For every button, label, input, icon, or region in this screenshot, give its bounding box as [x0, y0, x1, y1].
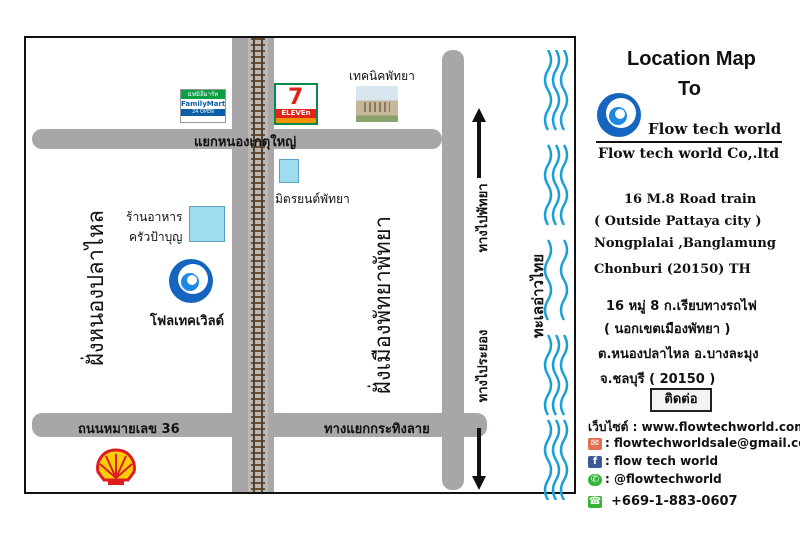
- sea-waves: [542, 49, 570, 501]
- seven-digit: 7: [288, 85, 304, 110]
- title-line-1: Location Map: [627, 48, 756, 70]
- facebook-row[interactable]: f: flow tech world: [588, 454, 718, 468]
- email-icon: ✉: [588, 437, 602, 450]
- address-en-line-1: 16 M.8 Road train: [624, 192, 757, 207]
- railway-track: [248, 38, 268, 492]
- restaurant-label-1: ร้านอาหาร: [126, 210, 183, 224]
- junction-top-label: แยกหนองเกตุใหญ่: [194, 135, 297, 150]
- line-icon: ✆: [588, 473, 602, 486]
- facebook-icon: f: [588, 455, 602, 468]
- flow-tech-brand-icon: [596, 92, 642, 138]
- restaurant-box: [189, 206, 225, 242]
- company-name: Flow tech world Co,.ltd: [598, 146, 780, 162]
- address-th-line-2: ( นอกเขตเมืองพัทยา ): [604, 322, 731, 337]
- technic-building-icon: [356, 86, 398, 122]
- road-sukhumvit: [442, 50, 464, 490]
- brand-divider: [596, 141, 782, 143]
- line-row[interactable]: ✆: @flowtechworld: [588, 472, 722, 486]
- seven-eleven-logo: 7 ELEVEn: [274, 83, 318, 125]
- road-vertical-left: [232, 38, 250, 492]
- brand-name: Flow tech world: [648, 120, 782, 138]
- email-row[interactable]: ✉: flowtechworldsale@gmail.com: [588, 436, 800, 450]
- mitsaiyon-box: [279, 159, 299, 183]
- address-th-line-3: ต.หนองปลาไหล อ.บางละมุง: [598, 347, 759, 362]
- road-36-label: ถนนหมายเลข 36: [78, 422, 180, 437]
- facebook-text: : flow tech world: [605, 454, 719, 468]
- address-th-line-1: 16 หมู่ 8 ก.เรียบทางรถไฟ: [606, 299, 757, 314]
- mitsaiyon-label: มิตรยนต์พัทยา: [275, 192, 350, 206]
- arrow-up-icon: [472, 108, 486, 178]
- familymart-thai-text: ແฟมิลี่มาร์ท: [181, 90, 225, 99]
- junction-bottom-label: ทางแยกกระทิงลาย: [324, 422, 430, 437]
- phone-text: +669-1-883-0607: [611, 494, 738, 509]
- address-en-line-2: ( Outside Pattaya city ): [594, 214, 762, 229]
- flow-tech-logo-icon: [168, 258, 214, 304]
- familymart-hours: 24 OPEN: [181, 109, 225, 116]
- line-text: : @flowtechworld: [605, 472, 722, 486]
- map: ແฟมิลี่มาร์ท FamilyMart 24 OPEN 7 ELEVEn…: [24, 36, 576, 494]
- phone-row[interactable]: ☎ +669-1-883-0607: [588, 494, 738, 509]
- email-text: : flowtechworldsale@gmail.com: [605, 436, 800, 450]
- to-rayong-label: ทางไประยอง: [476, 329, 491, 403]
- side-right-label: ฝั่งเมืองพัทยาพัทยา: [371, 215, 396, 395]
- phone-icon: ☎: [588, 495, 602, 508]
- familymart-logo: ແฟมิลี่มาร์ท FamilyMart 24 OPEN: [180, 89, 226, 123]
- familymart-name: FamilyMart: [181, 100, 226, 108]
- arrow-down-icon: [472, 428, 486, 490]
- seven-eleven-text: ELEVEn: [276, 109, 316, 118]
- technic-pattaya-label: เทคนิคพัทยา: [349, 69, 415, 83]
- restaurant-label-2: ครัวป้าบุญ: [129, 230, 183, 244]
- address-en-line-3: Nongplalai ,Banglamung: [594, 236, 776, 251]
- shell-logo: [94, 448, 138, 486]
- flow-tech-map-label: โฟลเทคเวิลด์: [150, 314, 225, 329]
- side-left-label: ฝั่งหนองปลาไหล: [84, 210, 109, 366]
- address-en-line-4: Chonburi (20150) TH: [594, 262, 751, 277]
- contact-button[interactable]: ติดต่อ: [650, 388, 712, 412]
- website-row[interactable]: เว็บไซต์ : www.flowtechworld.com: [588, 420, 800, 434]
- to-pattaya-label: ทางไปพัทยา: [476, 183, 491, 253]
- address-th-line-4: จ.ชลบุรี ( 20150 ): [600, 372, 716, 387]
- title-line-2: To: [678, 78, 701, 100]
